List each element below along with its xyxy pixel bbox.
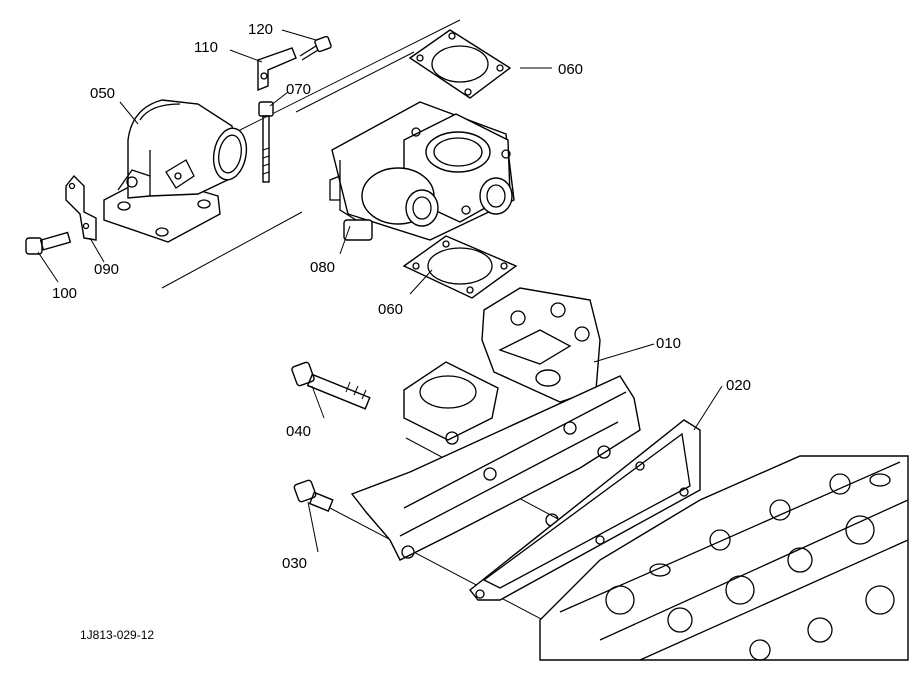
figure-id: 1J813-029-12 xyxy=(80,628,154,642)
gasket-060-top xyxy=(408,29,512,99)
long-bolt-040 xyxy=(291,361,371,410)
callout-120: 120 xyxy=(248,21,273,38)
callout-050: 050 xyxy=(90,85,115,102)
callout-060-top: 060 xyxy=(558,61,583,78)
callout-labels: 120 110 070 060 050 090 100 080 060 010 … xyxy=(52,21,751,642)
bracket-090 xyxy=(65,174,97,241)
long-bolt-070 xyxy=(258,101,274,183)
valve-body-080 xyxy=(329,101,515,241)
leader-lines xyxy=(37,29,723,553)
cylinder-head xyxy=(539,455,909,661)
callout-070: 070 xyxy=(286,81,311,98)
manifold-gasket-020 xyxy=(469,419,701,601)
intake-manifold-010 xyxy=(350,287,641,561)
callout-110: 110 xyxy=(194,39,218,56)
callout-040: 040 xyxy=(286,423,311,440)
callout-020: 020 xyxy=(726,377,751,394)
bolt-100 xyxy=(25,231,72,255)
callout-080: 080 xyxy=(310,259,335,276)
callout-030: 030 xyxy=(282,555,307,572)
callout-100: 100 xyxy=(52,285,77,302)
bolt-120 xyxy=(299,35,332,61)
bolt-030 xyxy=(293,479,334,512)
callout-060-bottom: 060 xyxy=(378,301,403,318)
gasket-060-bottom xyxy=(402,235,518,299)
callout-090: 090 xyxy=(94,261,119,278)
callout-010: 010 xyxy=(656,335,681,352)
bracket-110 xyxy=(257,47,297,92)
thermostat-housing-050 xyxy=(103,99,248,243)
